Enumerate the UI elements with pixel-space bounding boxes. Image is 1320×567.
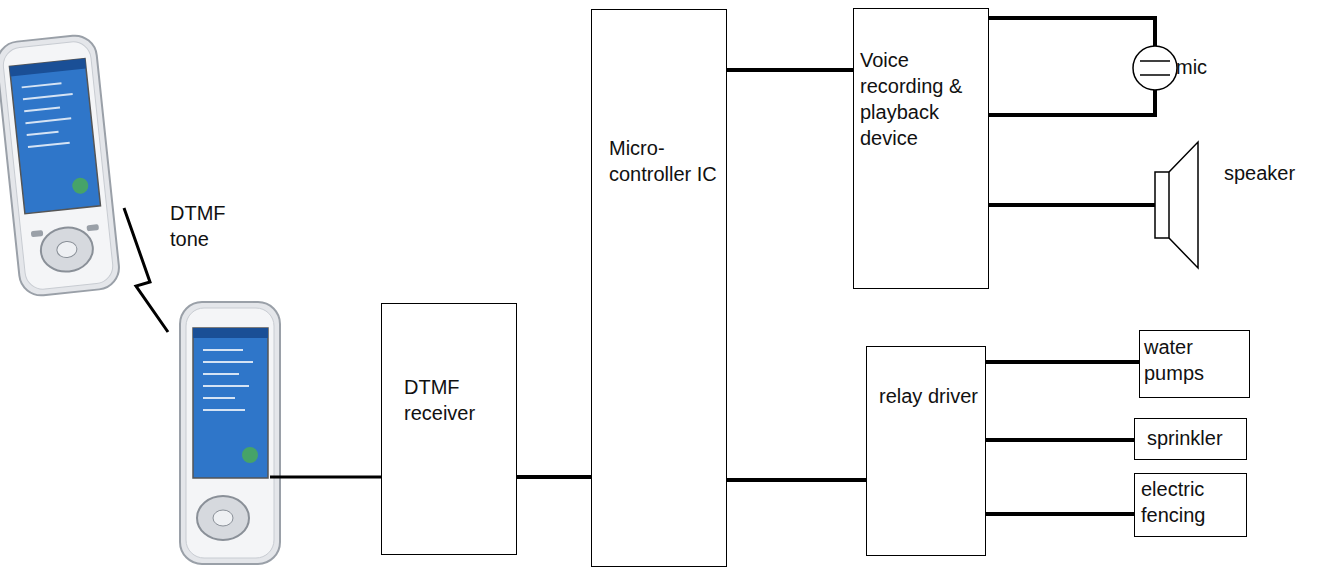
mobile-phone — [180, 302, 280, 564]
block-label: DTMF receiver — [404, 374, 512, 426]
microphone-symbol — [989, 18, 1177, 115]
block-label: electric fencing — [1141, 476, 1242, 528]
component-label: speaker — [1224, 160, 1295, 186]
block-label: Voice recording & playback device — [860, 47, 984, 151]
block-box: Micro-controller IC — [591, 9, 727, 567]
connector-line — [727, 478, 866, 482]
component-label: mic — [1176, 54, 1207, 80]
block-box: Voice recording & playback device — [853, 8, 989, 289]
speaker-symbol — [989, 142, 1198, 268]
connector-line — [986, 360, 1139, 364]
connector-line — [517, 475, 591, 479]
mobile-phone — [0, 33, 121, 297]
block-label: relay driver — [879, 383, 981, 409]
connector-line — [727, 68, 853, 72]
connector-line — [986, 438, 1134, 442]
block-label: sprinkler — [1147, 425, 1242, 451]
block-box: sprinkler — [1134, 418, 1247, 460]
block-box: DTMF receiver — [381, 303, 517, 555]
block-box: electric fencing — [1134, 473, 1247, 537]
connector-line — [986, 512, 1134, 516]
block-label: water pumps — [1144, 334, 1245, 386]
block-box: relay driver — [866, 346, 986, 556]
block-box: water pumps — [1139, 330, 1250, 398]
wireless-signal — [124, 208, 168, 332]
signal-label: DTMF tone — [170, 200, 230, 252]
block-label: Micro-controller IC — [609, 135, 722, 187]
wire — [270, 476, 381, 479]
